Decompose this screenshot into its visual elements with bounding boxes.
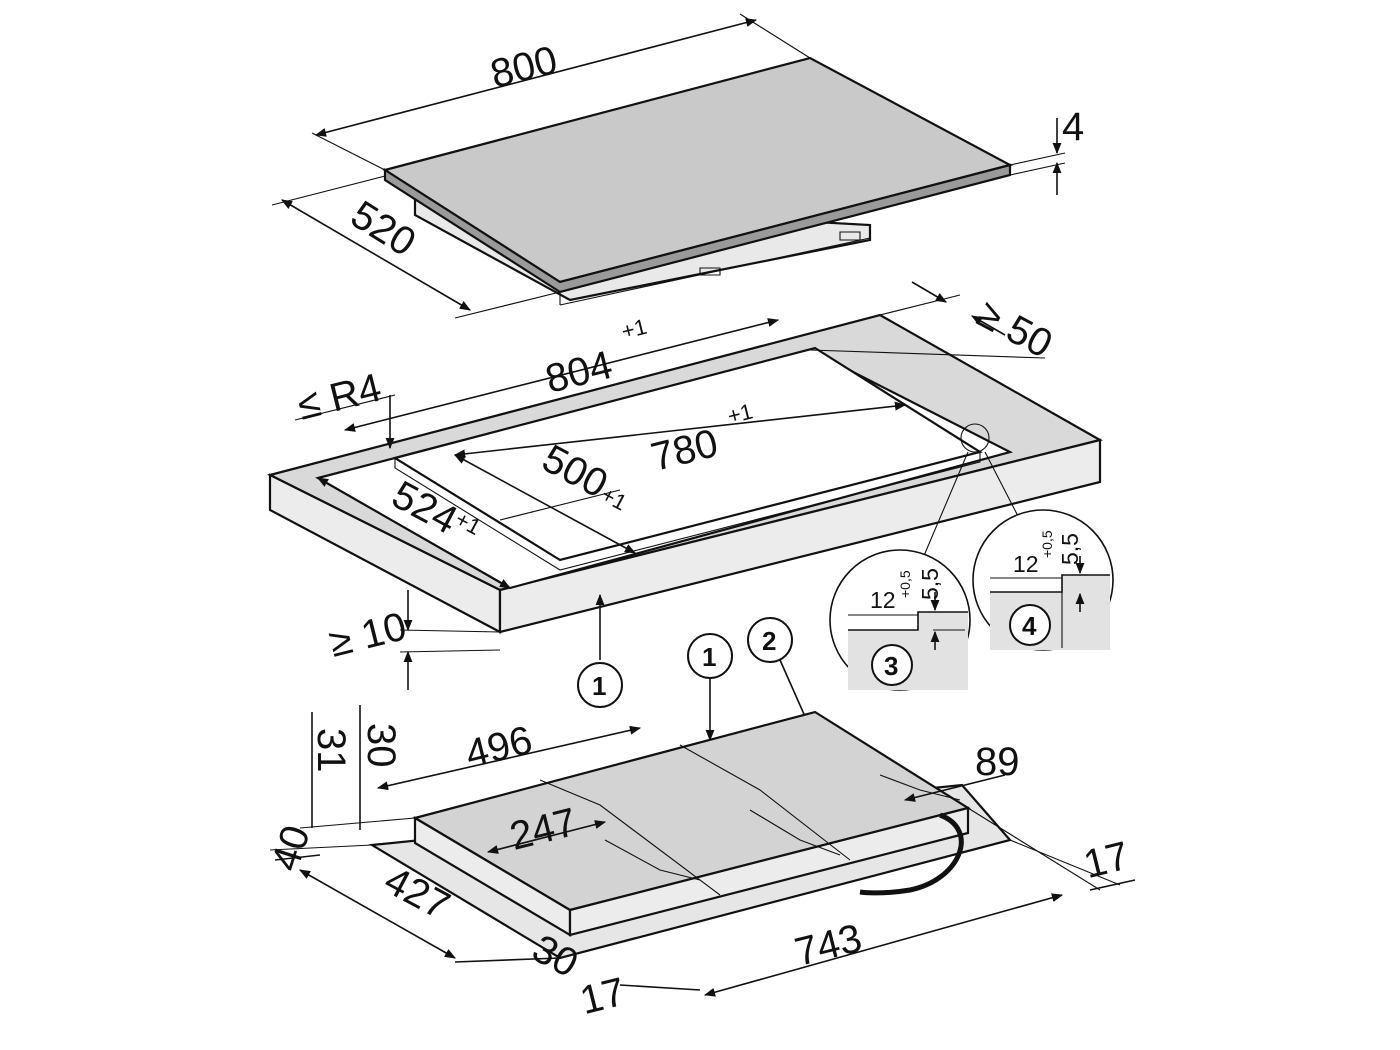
dim-17-bottom-label: 17 [576,970,630,1023]
dim-worktop-thickness-label: ≥ 10 [325,604,411,665]
detail-3-tol: +0,5 [897,570,913,598]
hob-body [368,710,1012,960]
dim-30-top: 30 [359,705,403,830]
dim-743-label: 743 [791,916,866,975]
dim-89-label: 89 [975,740,1020,784]
dim-radius: ≤ R4 [293,366,396,450]
dim-40: 40 [263,820,373,876]
detail-4-depth: 5,5 [1057,533,1083,565]
detail-3-depth: 5,5 [917,568,943,600]
hob-top-view [382,56,1013,306]
callout-1b-label: 1 [702,642,716,672]
callout-4-label: 4 [1022,611,1037,641]
detail-marker-circle [960,423,990,453]
worktop-right-edge [498,438,1102,634]
callout-3-label: 3 [884,651,898,681]
callout-2-label: 2 [762,626,776,656]
dim-520-label: 520 [343,193,423,266]
dim-radius-label: ≤ R4 [293,366,385,429]
dim-804-tol: +1 [619,314,649,344]
detail-4-width: 12 [1013,551,1039,577]
dim-31-label: 31 [309,728,353,773]
dim-743: 743 [703,893,1064,997]
dim-780-tol: +1 [725,398,755,428]
dim-4: 4 [1009,105,1084,195]
callout-1b: 1 [687,633,733,742]
dim-17-right: 17 [967,807,1136,891]
callout-4-circle [1009,604,1051,646]
detail-4: 12 5,5 +0,5 4 [972,509,1114,651]
detail-4-tol: +0,5 [1039,530,1055,558]
dim-17-right-label: 17 [1079,834,1133,887]
power-cable [859,812,964,896]
detail-3-width: 12 [870,587,896,613]
dim-40-label: 40 [263,820,319,876]
dim-800-label: 800 [486,38,561,97]
detail-3: 12 5,5 +0,5 3 [829,549,971,691]
callout-1a-label: 1 [592,671,606,701]
dim-4-label: 4 [1062,105,1084,149]
dim-496-label: 496 [461,718,536,777]
dim-31: 31 [299,712,416,829]
dim-17-bottom: 17 [576,970,701,1023]
hob-body-right [568,806,970,937]
callout-1a: 1 [577,662,623,708]
dim-30-top-label: 30 [359,723,403,768]
callout-3-circle [871,644,913,686]
dim-89: 89 [903,740,1020,802]
